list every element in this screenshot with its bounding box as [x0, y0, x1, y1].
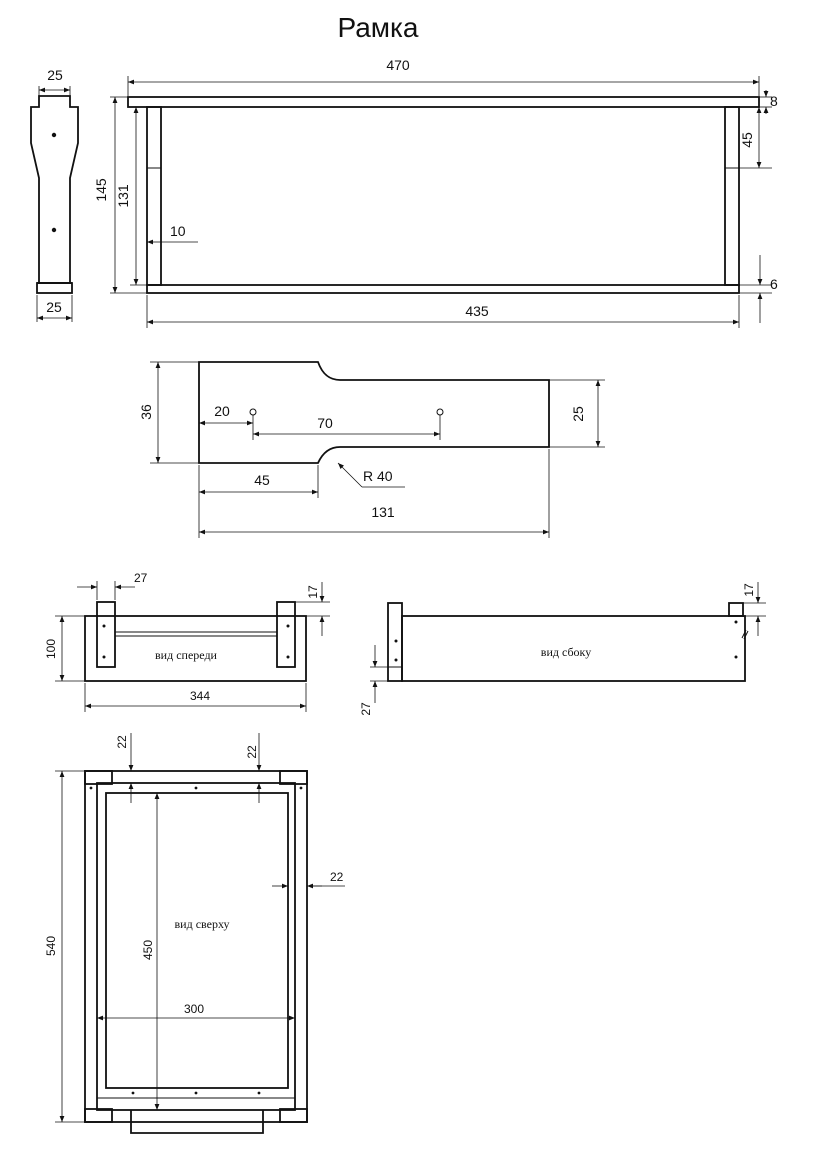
dim-leg-width: 27 — [134, 571, 148, 585]
dim-leg-protrusion-front: 17 — [306, 585, 320, 599]
dim-hole-spacing: 70 — [317, 415, 333, 431]
box-front-view: вид спереди 27 17 100 344 — [44, 571, 330, 712]
dim-rail-right: 22 — [245, 745, 259, 759]
dim-narrow-width: 25 — [570, 406, 586, 422]
dim-radius: R 40 — [363, 468, 393, 484]
dim-leg-protrusion-side: 17 — [742, 583, 756, 597]
dim-inner-length: 450 — [141, 940, 155, 960]
dim-leg-height-side: 27 — [359, 702, 373, 716]
dim-bottom-length: 435 — [465, 303, 489, 319]
box-side-view: вид сбоку 17 27 — [359, 582, 766, 716]
end-bar-detail: 36 20 70 25 R 40 45 131 — [138, 361, 605, 538]
frame-end-profile: 25 25 — [30, 67, 79, 322]
dim-frame-height: 145 — [93, 178, 109, 202]
dim-side-rail: 22 — [330, 870, 344, 884]
frame-front-view: 470 8 145 131 10 45 6 435 — [93, 57, 778, 328]
dim-inner-height: 131 — [115, 184, 131, 208]
label-side-view: вид сбоку — [541, 645, 591, 659]
dim-end-width-top: 25 — [47, 67, 63, 83]
dim-end-bar-width: 36 — [138, 404, 154, 420]
dim-end-width-bottom: 25 — [46, 299, 62, 315]
dim-lug-height: 45 — [739, 132, 755, 148]
box-top-view: вид сверху 22 22 22 540 450 300 — [44, 733, 345, 1134]
dim-inner-width: 300 — [184, 1002, 204, 1016]
dim-rail-left: 22 — [115, 735, 129, 749]
dim-end-bar-length: 131 — [371, 504, 395, 520]
dim-front-width: 344 — [190, 689, 210, 703]
dim-front-height: 100 — [44, 639, 58, 659]
dim-wide-length: 45 — [254, 472, 270, 488]
label-front-view: вид спереди — [155, 648, 218, 662]
drawing-title: Рамка — [337, 12, 418, 43]
label-top-view: вид сверху — [175, 917, 230, 931]
dim-top-bar-thickness: 8 — [770, 93, 778, 109]
dim-side-bar-width: 10 — [170, 223, 186, 239]
dim-total-length: 470 — [386, 57, 410, 73]
dim-bottom-bar-thickness: 6 — [770, 276, 778, 292]
dim-hole-offset: 20 — [214, 403, 230, 419]
dim-outer-length: 540 — [44, 936, 58, 956]
